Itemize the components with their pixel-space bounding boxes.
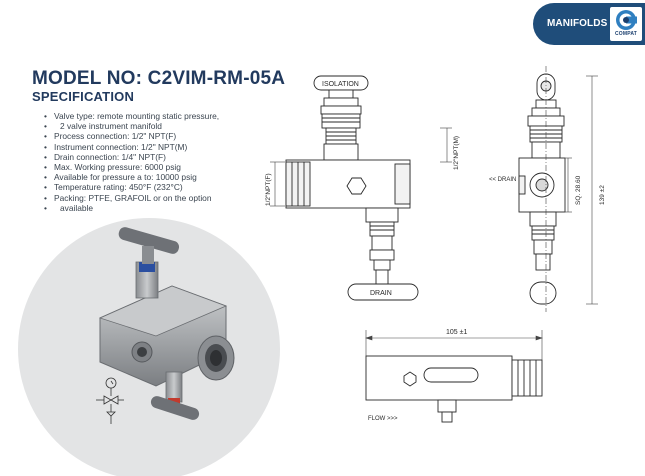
compat-c-logo-icon [616,10,637,30]
spec-item: Available for pressure a to: 10000 psig [44,172,282,182]
plan-view-drawing [365,355,543,423]
isolation-label: ISOLATION [322,81,359,88]
spec-item: Temperature rating: 450°F (232°C) [44,182,282,192]
side-view-dimension-lines [545,66,598,312]
spec-item: Max. Working pressure: 6000 psig [44,162,282,172]
compat-logo: COMPAT [610,7,642,41]
drain-label: DRAIN [370,290,392,297]
manifold-product-render [98,227,235,420]
specification-list: Valve type: remote mounting static press… [44,111,282,213]
spec-item-continuation: 2 valve instrument manifold [44,121,282,131]
process-connection-label: 1/2"NPT(F) [265,173,272,206]
spec-item: Valve type: remote mounting static press… [44,111,282,121]
front-view-dimension-lines [270,127,452,207]
spec-item: Packing: PTFE, GRAFOIL or on the option [44,193,282,203]
logo-wordmark: COMPAT [614,31,638,37]
square-dimension-label: SQ. 28.60 [575,175,582,205]
length-dimension-label: 105 ±1 [446,329,467,336]
spec-item: Instrument connection: 1/2" NPT(M) [44,142,282,152]
instrument-connection-label: 1/2"NPT(M) [453,136,460,170]
model-number-title: MODEL NO: C2VIM-RM-05A [32,68,286,89]
side-view-drawing [518,73,566,305]
drain-arrow-label: << DRAIN [489,177,516,183]
height-dimension-label: 139 ±2 [599,185,606,205]
spec-item-continuation: available [44,203,282,213]
badge-label: MANIFOLDS [547,18,608,29]
flow-direction-label: FLOW >>> [368,416,398,422]
plan-view-dimension-lines [365,330,543,360]
pressure-gauge-schematic-icon [96,377,124,424]
spec-item: Drain connection: 1/4" NPT(F) [44,152,282,162]
specification-heading: SPECIFICATION [32,89,135,104]
brand-badge: MANIFOLDS COMPAT [533,3,645,45]
front-view-drawing [285,75,419,301]
spec-item: Process connection: 1/2" NPT(F) [44,131,282,141]
